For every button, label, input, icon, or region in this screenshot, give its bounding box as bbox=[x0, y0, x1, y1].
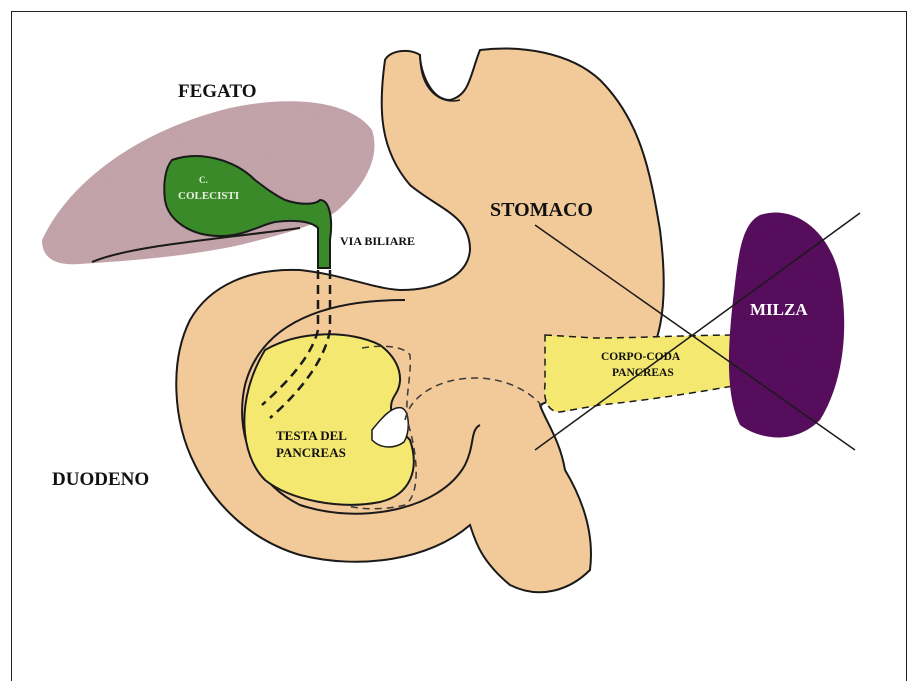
label-corpo-coda: CORPO-CODA bbox=[601, 351, 681, 363]
label-pancreas-head: PANCREAS bbox=[276, 445, 346, 460]
label-colecisti-prefix: C. bbox=[199, 175, 208, 185]
label-testa-del: TESTA DEL bbox=[276, 428, 347, 443]
label-duodeno: DUODENO bbox=[52, 469, 149, 490]
label-stomaco: STOMACO bbox=[490, 199, 593, 221]
spleen-shape bbox=[729, 212, 844, 437]
label-pancreas-tail: PANCREAS bbox=[612, 367, 674, 379]
label-milza: MILZA bbox=[750, 300, 808, 319]
label-colecisti: COLECISTI bbox=[178, 190, 239, 202]
label-fegato: FEGATO bbox=[178, 81, 256, 102]
label-via-biliare: VIA BILIARE bbox=[340, 234, 415, 248]
